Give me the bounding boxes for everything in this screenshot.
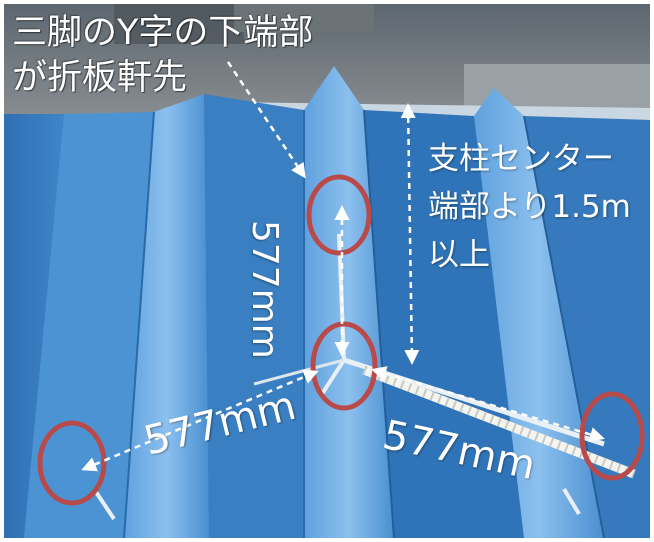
caption-top-line-1: 三脚のY字の下端部 [12,13,314,53]
caption-top-line-2: が折板軒先 [12,58,188,98]
caption-right-line-2: 端部より1.5m [428,189,631,225]
tripod-leg [320,358,346,396]
roof-photo: 三脚のY字の下端部 が折板軒先 支柱センター 端部より1.5m 以上 577mm… [4,4,650,538]
dimension-label-vertical: 577mm [244,220,285,359]
rib-line [363,109,395,538]
roof-scene [4,4,650,538]
pointer-arrow [226,61,306,179]
dimension-arrow-right [371,366,605,442]
roof-valley [4,114,64,538]
tripod-foot [562,487,581,516]
caption-right-line-1: 支柱センター [428,141,614,177]
dimension-arrow-clearance [400,103,420,365]
dimension-arrow-left [81,369,319,472]
tripod-foot [92,487,116,521]
caption-right-line-3: 以上 [428,237,490,273]
background-car [234,4,374,32]
background-car [114,4,244,44]
roof-panel [524,116,650,538]
